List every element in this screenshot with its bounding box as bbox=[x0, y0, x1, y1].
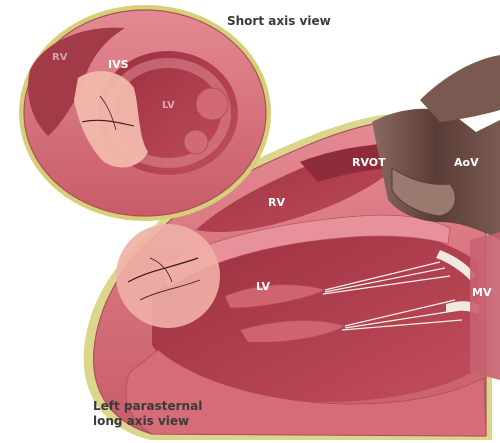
short-axis-heart bbox=[19, 5, 271, 221]
label-ivs: IVS bbox=[108, 58, 129, 71]
label-mv: MV bbox=[472, 286, 492, 299]
label-rv-short: RV bbox=[52, 52, 68, 63]
chordae-tendineae bbox=[322, 261, 463, 331]
label-aov: AoV bbox=[454, 156, 479, 169]
aorta-vessel bbox=[372, 108, 500, 240]
label-rv-long: RV bbox=[268, 196, 285, 209]
aortic-valve-cusp bbox=[391, 167, 456, 217]
label-lv-long: LV bbox=[256, 280, 270, 293]
short-axis-rv-cavity bbox=[28, 27, 125, 136]
caption-short-axis: Short axis view bbox=[227, 14, 331, 28]
short-axis-lesion-crack-2 bbox=[99, 95, 117, 131]
papillary-muscle-lower bbox=[239, 320, 346, 343]
caption-long-axis-line2: long axis view bbox=[93, 414, 190, 428]
long-axis-heart bbox=[83, 55, 500, 440]
short-axis-ivs-lesion bbox=[74, 71, 148, 168]
label-lv-short: LV bbox=[162, 100, 175, 111]
label-rvot: RVOT bbox=[352, 156, 386, 169]
short-axis-papillary-2 bbox=[183, 129, 209, 155]
left-atrium-wall bbox=[470, 232, 500, 380]
lv-posterior-wall bbox=[125, 349, 487, 437]
mitral-valve-leaflet-anterior bbox=[436, 250, 476, 280]
great-vessel-upper bbox=[420, 55, 500, 122]
short-axis-papillary-1 bbox=[195, 87, 229, 121]
long-axis-ivs-band bbox=[159, 214, 451, 289]
long-axis-lesion bbox=[116, 224, 220, 328]
short-axis-lesion-crack bbox=[81, 119, 135, 127]
lv-cavity bbox=[152, 227, 480, 403]
caption-long-axis-line1: Left parasternal bbox=[93, 399, 203, 413]
